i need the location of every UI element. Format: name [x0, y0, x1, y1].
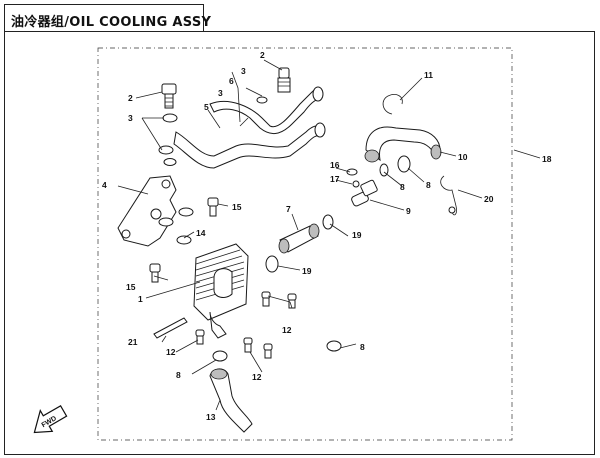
clamp-part-19	[265, 255, 279, 273]
hose-end	[210, 368, 228, 380]
callout-8: 8	[360, 342, 365, 352]
callout-18: 18	[542, 154, 552, 164]
callout-4: 4	[102, 180, 107, 190]
part-17	[352, 180, 360, 188]
callout-21: 21	[128, 337, 138, 347]
clamp-part-8	[326, 340, 342, 352]
callout-5: 5	[204, 102, 209, 112]
assembly-boundary	[97, 47, 513, 441]
clamp-part-8	[212, 350, 228, 362]
callout-7: 7	[286, 204, 291, 214]
oil-pipe-upper	[209, 88, 323, 134]
washer-part-3	[163, 158, 177, 166]
callout-2: 2	[260, 50, 265, 60]
clamp-part-8	[379, 163, 389, 177]
gasket-part-14	[176, 235, 192, 245]
hose-end	[430, 144, 442, 160]
callout-1: 1	[138, 294, 143, 304]
callout-12: 12	[166, 347, 176, 357]
pipe-end-fitting	[314, 122, 326, 138]
stud-part-21	[153, 317, 188, 339]
oil-pipe-part-5	[173, 125, 323, 169]
callout-8: 8	[400, 182, 405, 192]
callout-16: 16	[330, 160, 340, 170]
callout-12: 12	[282, 325, 292, 335]
callout-9: 9	[406, 206, 411, 216]
part-16	[346, 168, 358, 176]
leader-lines	[117, 59, 541, 411]
clamp-part-20	[440, 175, 457, 216]
bracket-part-4	[117, 175, 177, 247]
clamp-end	[448, 206, 456, 214]
callout-3: 3	[128, 113, 133, 123]
bolt-part-15	[207, 197, 219, 217]
pipe-part-7	[278, 223, 320, 254]
gasket-part-14	[158, 217, 174, 227]
bolt-part-12	[263, 343, 273, 359]
callout-11: 11	[424, 70, 433, 80]
washer-part-3	[256, 96, 268, 104]
callout-3: 3	[218, 88, 223, 98]
bolt-part-12	[261, 291, 271, 307]
bracket-hole	[121, 229, 131, 239]
diagram-frame	[4, 31, 595, 455]
callout-3: 3	[241, 66, 246, 76]
clip-part-11	[382, 94, 403, 115]
callout-19: 19	[302, 266, 312, 276]
callout-15: 15	[232, 202, 242, 212]
pipe-end-fitting	[312, 86, 324, 102]
callout-8: 8	[176, 370, 181, 380]
clamp-part-8	[397, 155, 411, 173]
callout-13: 13	[206, 412, 216, 422]
callout-12: 12	[252, 372, 262, 382]
bolt-part-12	[243, 337, 253, 353]
bolt-part-12	[287, 293, 297, 309]
callout-20: 20	[484, 194, 494, 204]
gasket-part-14	[178, 207, 194, 217]
fwd-arrow-icon: FWD	[33, 404, 68, 434]
callout-10: 10	[458, 152, 468, 162]
callout-19: 19	[352, 230, 362, 240]
bracket-hole	[161, 179, 171, 189]
title-box: 油冷器组/OIL COOLING ASSY	[4, 4, 211, 32]
oil-cooler-part-1	[193, 243, 249, 339]
small-seal-part	[239, 117, 249, 127]
bolt-part-2-left	[161, 83, 177, 109]
callout-2: 2	[128, 93, 133, 103]
diagram-title: 油冷器组/OIL COOLING ASSY	[11, 15, 212, 30]
callout-17: 17	[330, 174, 340, 184]
clamp-part-19	[322, 214, 334, 230]
callout-15: 15	[126, 282, 136, 292]
bolt-part-15	[149, 263, 161, 283]
bolt-part-12	[195, 329, 205, 345]
fitting-part-9	[351, 179, 378, 207]
hose-end	[364, 149, 380, 163]
washer-part-3	[162, 113, 178, 123]
callout-6: 6	[229, 76, 234, 86]
callout-8: 8	[426, 180, 431, 190]
callout-14: 14	[196, 228, 206, 238]
bolt-part-2-top	[277, 67, 291, 93]
bracket-hole	[150, 208, 162, 220]
washer-part-3	[158, 145, 174, 155]
